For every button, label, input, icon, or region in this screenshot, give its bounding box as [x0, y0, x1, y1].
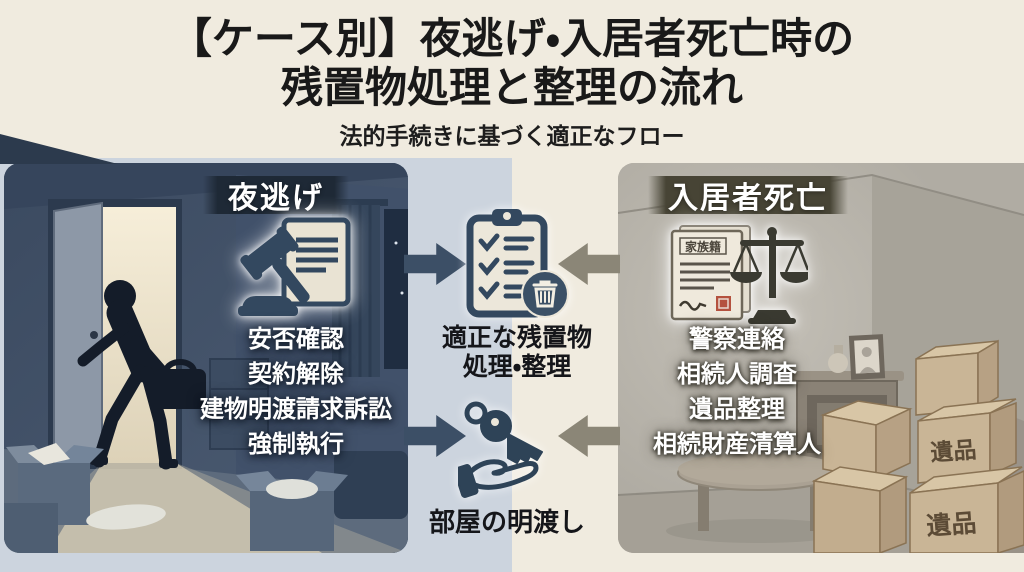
box-label: 遺品 — [926, 509, 978, 540]
belongings-boxes: 遺品 遺品 — [811, 339, 1024, 553]
proper-disposal-label: 適正な残置物 処理・整理 — [417, 324, 617, 382]
family-register-scales-icon: 家族籍 — [670, 225, 808, 324]
photo-frame — [848, 334, 886, 380]
page-title: 【ケース別】夜逃げ・入居者死亡時の 残置物処理と整理の流れ 法的手続きに基づく適… — [0, 14, 1024, 151]
step-item: 建物明渡請求訴訟 — [200, 396, 392, 423]
night-escape-illustration — [4, 163, 408, 553]
title-line-2: 残置物処理と整理の流れ — [280, 64, 743, 112]
tenant-death-steps: 警察連絡 相続人調査 遺品整理 相続財産清算人 — [630, 322, 844, 462]
title-line-1: 【ケース別】夜逃げ・入居者死亡時の — [169, 15, 855, 62]
step-item: 強制執行 — [248, 431, 344, 458]
furniture — [209, 358, 408, 519]
subtitle: 法的手続きに基づく適正なフロー — [339, 123, 685, 150]
estate-room-illustration: 遺品 遺品 — [618, 163, 1024, 553]
step-item: 安否確認 — [248, 326, 344, 353]
tenant-death-header: 入居者死亡 — [648, 176, 848, 215]
scales-of-justice — [730, 227, 808, 324]
tenant-death-header-label: 入居者死亡 — [668, 182, 828, 215]
box-label: 遺品 — [930, 436, 978, 465]
night-escape-header-label: 夜逃げ — [228, 182, 324, 215]
low-table — [666, 453, 850, 543]
trash-icon — [521, 270, 569, 318]
fleeing-person-silhouette — [77, 280, 206, 470]
bag — [154, 369, 206, 409]
document-label: 家族籍 — [685, 239, 721, 254]
key-handover-icon — [458, 401, 543, 498]
step-item: 契約解除 — [248, 361, 344, 388]
step-item: 相続財産清算人 — [653, 431, 821, 458]
gavel-document-icon — [238, 217, 351, 316]
night-escape-header: 夜逃げ — [203, 176, 349, 215]
vase — [834, 345, 843, 359]
proper-disposal-line-1: 適正な残置物 — [441, 324, 592, 352]
step-item: 警察連絡 — [689, 326, 785, 353]
arrow-right-to-center-bottom — [558, 415, 620, 457]
step-item: 相続人調査 — [677, 361, 797, 388]
step-item: 遺品整理 — [689, 396, 785, 423]
checklist-clipboard-icon — [466, 209, 569, 318]
night-escape-steps: 安否確認 契約解除 建物明渡請求訴訟 強制執行 — [158, 322, 434, 462]
room-handover-label: 部屋の明渡し — [428, 507, 585, 537]
proper-disposal-line-2: 処理・整理 — [462, 353, 572, 381]
scattered-boxes — [4, 443, 348, 553]
